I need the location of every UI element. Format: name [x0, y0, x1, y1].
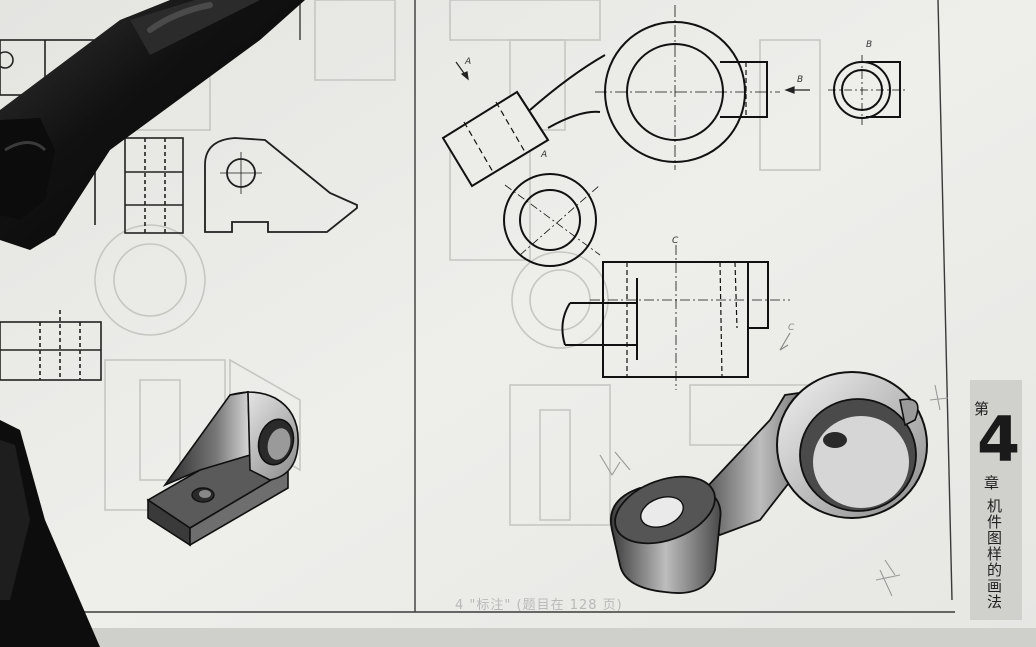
rocker-arm-main-view — [441, 5, 780, 188]
left-lower-partial-view — [0, 310, 102, 381]
chapter-tab-bg — [970, 380, 1022, 620]
label-c-arrow: C — [788, 323, 795, 333]
label-b-view: B — [866, 40, 872, 50]
bracket-isometric — [146, 391, 299, 547]
left-section-view — [94, 137, 184, 234]
pencil-marks — [599, 384, 949, 597]
rocker-arm-isometric — [610, 371, 928, 594]
label-a-view: A — [540, 150, 547, 160]
label-a-arrow: A — [464, 57, 471, 67]
label-c-cut: C — [672, 236, 679, 246]
left-plate-view — [204, 137, 358, 233]
chapter-number: 4 — [977, 403, 1021, 476]
view-a — [503, 173, 601, 267]
section-view-c — [561, 245, 790, 390]
arrow-a — [455, 61, 469, 81]
label-b-arrow: B — [797, 75, 803, 85]
footer-note: 4 "标注" (题目在 128 页) — [455, 598, 623, 613]
page-frame — [60, 0, 955, 613]
arrow-b — [784, 86, 810, 94]
chapter-title: 机件图样的画法 — [985, 498, 1003, 610]
chapter-suffix: 章 — [984, 474, 1000, 492]
table-edge — [0, 628, 1036, 647]
view-b — [828, 55, 905, 125]
chapter-prefix: 第 — [974, 400, 990, 418]
black-tool-handle — [0, 0, 305, 647]
pencil-arrow-c — [779, 332, 791, 351]
